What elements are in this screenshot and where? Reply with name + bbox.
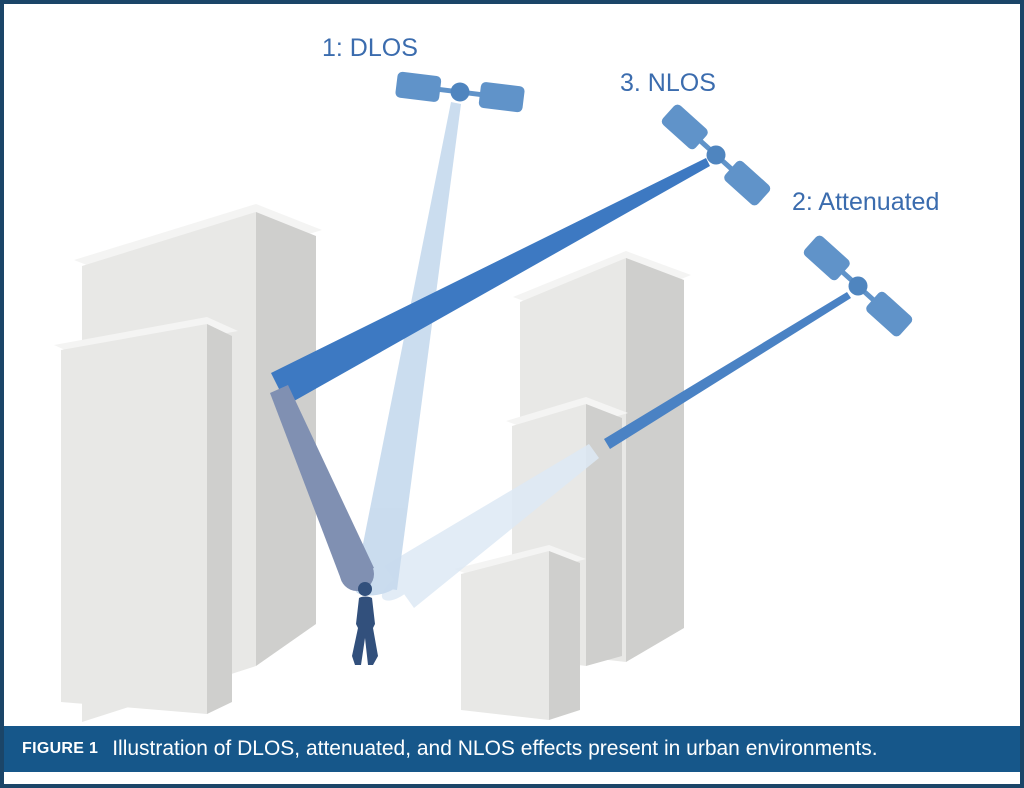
satellite-solar-panel	[661, 104, 708, 150]
satellite-solar-panel	[395, 71, 442, 102]
nlos-reflected-beam-shape	[270, 385, 374, 582]
attenuated-faded-beam	[381, 444, 599, 608]
figure-caption: FIGURE 1 Illustration of DLOS, attenuate…	[4, 726, 1020, 772]
building-side-face	[207, 324, 232, 714]
satellite-body	[848, 276, 868, 296]
pedestrian-icon	[352, 582, 378, 665]
satellite-solar-panel	[724, 160, 771, 206]
building-front-face	[461, 551, 549, 720]
label-dlos: 1: DLOS	[322, 34, 418, 62]
satellite-body	[706, 145, 726, 165]
nlos-incident-beam	[271, 158, 710, 405]
building-side-face	[586, 404, 622, 666]
attenuated-beam	[604, 292, 851, 449]
attenuated-faded-beam-shape	[384, 444, 599, 608]
building-side-face	[626, 258, 684, 662]
building-front-face	[61, 324, 207, 714]
satellite-solar-panel	[803, 235, 850, 281]
figure-caption-text: Illustration of DLOS, attenuated, and NL…	[112, 737, 878, 760]
figure-canvas: 1: DLOS 3. NLOS 2: Attenuated	[54, 34, 939, 722]
pedestrian-body	[352, 596, 378, 665]
label-nlos: 3. NLOS	[620, 69, 716, 97]
satellite-solar-panel	[866, 291, 913, 337]
attenuated-beam-shape	[604, 292, 851, 449]
satellite-1-icon	[395, 71, 525, 113]
satellite-body	[450, 82, 470, 102]
building-side-face	[256, 212, 316, 666]
satellite-2-icon	[803, 235, 913, 337]
building-side-face	[549, 551, 580, 720]
dlos-beam-shape	[355, 102, 461, 590]
satellite-solar-panel	[478, 82, 525, 113]
attenuated-faded-beam-cap	[381, 573, 417, 601]
pedestrian-head	[358, 582, 372, 596]
satellite-3-icon	[661, 104, 771, 206]
building-left-front	[54, 317, 238, 714]
figure-caption-label: FIGURE 1	[22, 740, 99, 757]
building-front-small	[454, 545, 586, 720]
nlos-incident-beam-shape	[271, 158, 710, 405]
label-attenuated: 2: Attenuated	[792, 188, 939, 216]
